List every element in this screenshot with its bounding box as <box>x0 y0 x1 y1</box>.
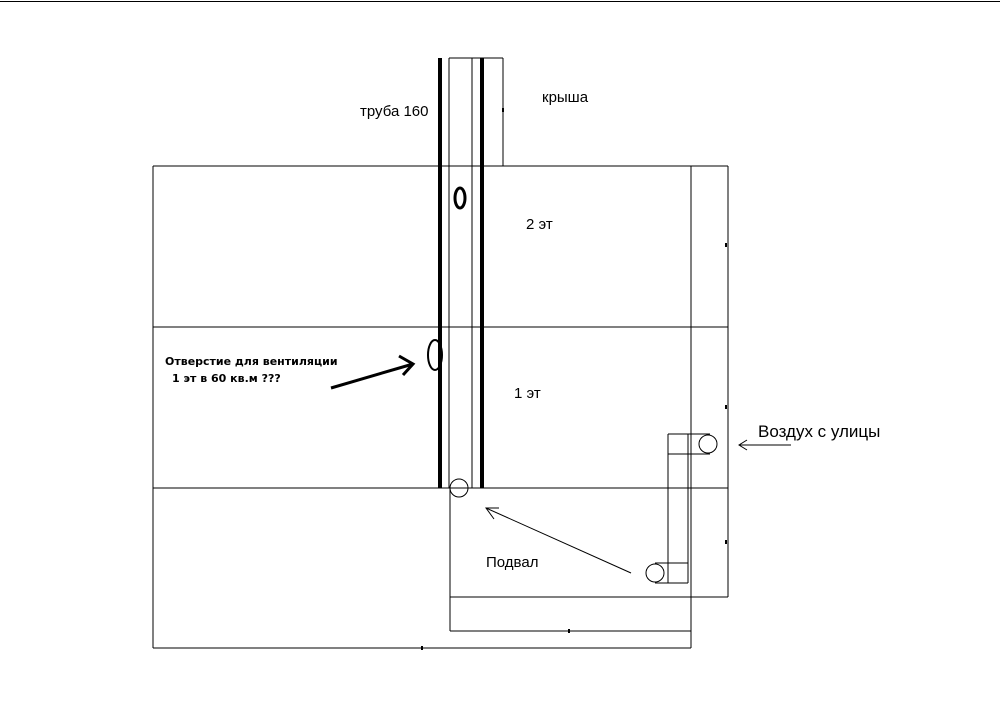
basement-box <box>449 488 728 632</box>
floor1-label: 1 эт <box>514 385 541 402</box>
outside-air-label: Воздух с улицы <box>758 422 881 441</box>
vent-hole-floor1 <box>427 339 443 371</box>
basement-label: Подвал <box>486 554 539 571</box>
thick-arrow-to-vent-hole <box>330 354 416 390</box>
outside-air-arrow <box>738 439 791 451</box>
intake-pipe <box>655 433 710 584</box>
house-outline <box>152 165 729 649</box>
vent-note-line2: 1 эт в 60 кв.м ??? <box>172 372 281 385</box>
airflow-arrow <box>485 507 632 574</box>
tick-marks <box>421 108 727 650</box>
pipe-label: труба 160 <box>360 103 429 120</box>
intake-pipe-outer-opening <box>698 434 718 454</box>
vent-note: Отверстие для вентиляции 1 эт в 60 кв.м … <box>165 353 338 387</box>
roof-label: крыша <box>542 89 589 106</box>
intake-pipe-inner-opening <box>645 563 665 583</box>
vent-hole-floor2 <box>453 186 467 210</box>
vent-pipe-bottom-opening <box>449 478 469 498</box>
vent-pipe-inner-walls <box>448 57 504 488</box>
vent-note-line1: Отверстие для вентиляции <box>165 355 338 368</box>
vent-pipe-thick-walls <box>438 58 484 488</box>
floor2-label: 2 эт <box>526 216 553 233</box>
